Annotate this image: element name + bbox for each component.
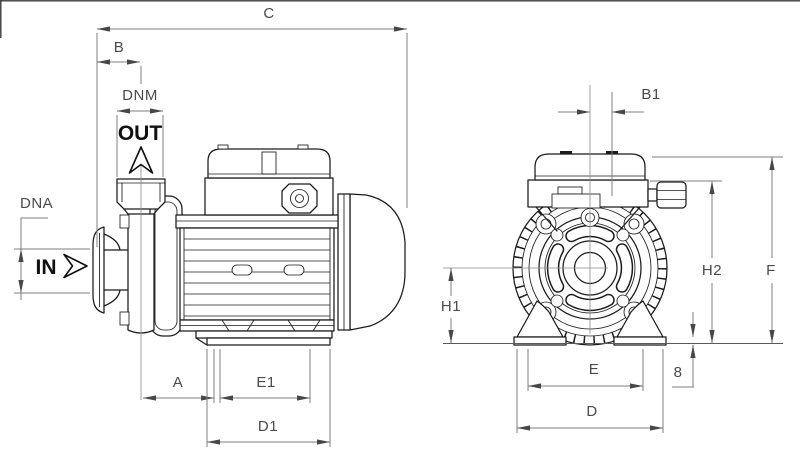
dim-label-e1: E1 (256, 374, 275, 391)
flow-arrow-right-icon (63, 253, 88, 279)
dim-dna: DNA (14, 195, 90, 300)
terminal-box (204, 144, 334, 216)
fan-cover (349, 193, 406, 331)
mounting-feet (513, 300, 667, 346)
front-terminal-box (527, 151, 687, 232)
motor-top-frame (175, 214, 339, 229)
dim-label-h2: H2 (702, 262, 722, 279)
cooling-ribs (513, 191, 667, 345)
page-frame-border (0, 0, 800, 38)
dim-dnm: DNM (116, 87, 164, 177)
dim-a: A (143, 349, 215, 403)
dim-label-a: A (173, 374, 184, 391)
dim-b1: B1 (558, 86, 660, 196)
dim-f: F (652, 156, 783, 343)
motor-body (175, 193, 406, 346)
front-cable-gland (647, 181, 687, 209)
dim-label-c: C (263, 5, 274, 22)
dim-label-e: E (589, 361, 600, 378)
dim-h2: H2 (650, 180, 722, 343)
tie-rod-nut (231, 264, 253, 276)
flow-arrow-up-icon (128, 146, 154, 174)
dim-label-d: D (586, 403, 597, 420)
lid-clip (261, 151, 277, 175)
dim-label-dna: DNA (20, 195, 53, 212)
dim-h1: H1 (441, 268, 461, 343)
side-view: OUT IN C B DNM DNA (14, 5, 408, 447)
dim-label-d1: D1 (258, 418, 278, 435)
dim-8: 8 (672, 312, 696, 388)
dim-label-b: B (114, 39, 125, 56)
dim-label-dnm: DNM (122, 87, 158, 104)
dim-label-h1: H1 (441, 298, 461, 315)
clamp-tab (557, 186, 583, 195)
out-label: OUT (118, 122, 163, 145)
dim-d1: D1 (206, 349, 331, 447)
dim-label-b1: B1 (641, 86, 660, 103)
port-out-label: OUT (118, 122, 163, 174)
motor-feet (179, 319, 335, 346)
front-view: B1 H1 H2 F 8 (441, 85, 783, 433)
dim-e1: E1 (219, 349, 311, 403)
dim-label-8: 8 (674, 364, 683, 381)
inlet-flange (92, 226, 129, 314)
dim-d: D (516, 349, 664, 433)
motor-fins (179, 227, 335, 321)
in-label: IN (36, 256, 57, 279)
dim-b: B (97, 39, 142, 84)
dim-c: C (96, 5, 408, 247)
port-in-label: IN (36, 253, 88, 279)
tie-rod-nut (283, 264, 305, 276)
dim-label-f: F (766, 262, 776, 279)
cable-gland-icon (281, 183, 318, 214)
clamp-bracket (551, 193, 601, 209)
dim-e: E (527, 349, 644, 391)
